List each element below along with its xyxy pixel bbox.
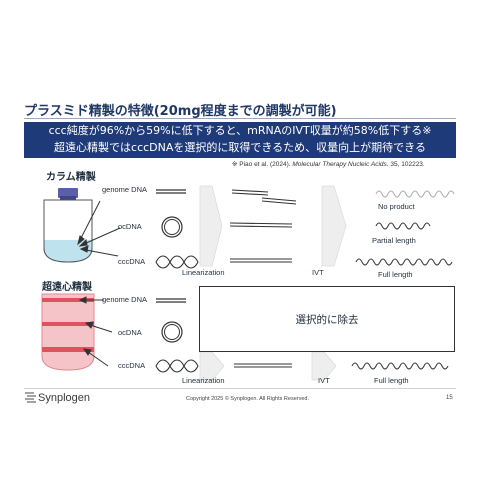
page-number: 15 <box>446 395 453 401</box>
column-linearization-label: Linearization <box>182 268 225 277</box>
ultra-cccdna-icon <box>155 359 199 373</box>
ultra-full-length-wave-icon <box>351 362 449 370</box>
citation: ※ Piao et al. (2024). Molecular Therapy … <box>232 160 425 168</box>
company-logo-text: Synplogen <box>38 392 90 404</box>
column-cccdna-label: cccDNA <box>118 257 146 266</box>
ultracentrifuge-tube-icon <box>41 293 95 371</box>
citation-prefix: ※ Piao et al. (2024). <box>232 161 293 168</box>
ultra-genome-dna-icon <box>156 298 186 303</box>
title-divider <box>24 118 456 119</box>
banner-line-1: ccc純度が96%から59%に低下すると、mRNAのIVT収量が約58%低下する… <box>48 124 432 137</box>
no-product-wave-icon <box>375 190 455 198</box>
ultra-result-full-length: Full length <box>374 376 409 385</box>
column-ocdna-icon <box>161 216 183 238</box>
ultra-linearization-label: Linearization <box>182 376 225 385</box>
citation-journal: Molecular Therapy Nucleic Acids <box>292 161 387 168</box>
column-cccdna-icon <box>155 255 199 269</box>
ultra-genome-dna-label: genome DNA <box>102 295 148 304</box>
selectively-removed-box: 選択的に除去 <box>199 286 455 352</box>
footer-divider <box>24 388 456 389</box>
ultra-ivt-label: IVT <box>318 376 330 385</box>
column-genome-dna-icon <box>156 189 186 194</box>
banner-line-2: 超遠心精製ではcccDNAを選択的に取得できるため、収量向上が期待できる <box>54 141 426 154</box>
result-partial-length: Partial length <box>372 236 416 245</box>
ultra-ivt-arrow <box>311 351 337 381</box>
column-pointer-arrows <box>77 200 121 257</box>
column-ocdna-label: ocDNA <box>118 222 142 231</box>
citation-suffix: . 35, 102223. <box>386 161 425 168</box>
column-full-length-wave-icon <box>355 258 453 266</box>
partial-length-wave-icon <box>375 222 431 230</box>
result-no-product: No product <box>378 202 415 211</box>
ultra-ocdna-label: ocDNA <box>118 328 142 337</box>
copyright-notice: Copyright 2025 © Synplogen. All Rights R… <box>186 396 309 402</box>
ultra-linear-fragment <box>234 363 292 368</box>
column-linear-fragments <box>229 189 297 263</box>
ultra-cccdna-label: cccDNA <box>118 361 146 370</box>
ultra-linearization-arrow <box>199 351 225 381</box>
column-linearization-arrow <box>199 185 223 267</box>
key-message-banner: ccc純度が96%から59%に低下すると、mRNAのIVT収量が約58%低下する… <box>24 122 456 158</box>
column-ivt-label: IVT <box>312 268 324 277</box>
ultra-ocdna-icon <box>161 321 183 343</box>
column-ivt-arrow <box>321 185 347 267</box>
ultra-pointer-arrows <box>78 296 113 367</box>
ultra-section-heading: 超遠心精製 <box>42 282 92 293</box>
synplogen-logo-icon <box>25 392 36 403</box>
column-section-heading: カラム精製 <box>46 172 96 183</box>
page-title: プラスミド精製の特徴(20mg程度までの調製が可能) <box>24 104 337 119</box>
column-genome-dna-label: genome DNA <box>102 185 148 194</box>
result-full-length: Full length <box>378 270 413 279</box>
